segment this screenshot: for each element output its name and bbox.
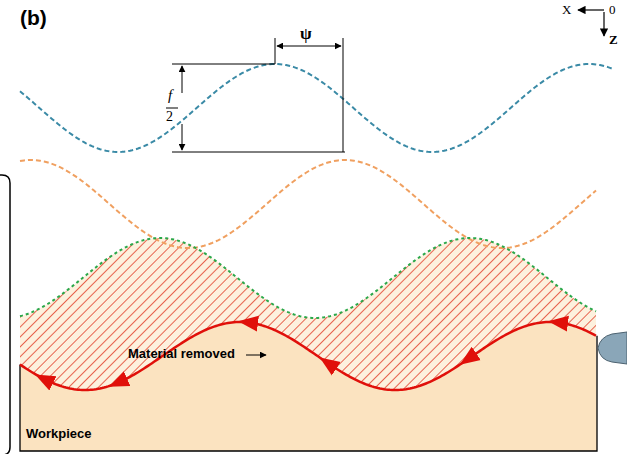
panel-label: (b) — [20, 6, 47, 30]
tool-path — [20, 322, 596, 390]
removed-material — [20, 238, 596, 390]
axis-label: Z — [609, 32, 618, 48]
axis-arrows — [578, 10, 604, 36]
workpiece-border — [20, 336, 597, 451]
previous-pass-wave — [20, 64, 612, 152]
dimension-psi — [275, 38, 343, 152]
leader-arrow — [246, 355, 266, 356]
label-text: X — [562, 2, 571, 17]
label-text: 0 — [609, 2, 616, 17]
label-text: Material removed — [128, 346, 235, 361]
direction-arrow — [558, 321, 560, 324]
direction-arrow — [468, 358, 470, 359]
label-text: Z — [609, 32, 618, 47]
axis-label: X — [562, 2, 571, 18]
label-text: 2 — [166, 109, 173, 124]
dimension-f-half — [172, 64, 345, 152]
current-pass-wave — [20, 160, 596, 248]
workpiece-label-box: Workpiece — [22, 424, 104, 443]
node-text: Workpiece — [26, 426, 92, 441]
panel-border — [0, 175, 10, 454]
label-text: ψ — [300, 24, 312, 43]
direction-arrow — [248, 321, 250, 324]
cutting-tool — [598, 332, 627, 364]
direction-arrow — [118, 381, 120, 384]
direction-arrow — [44, 378, 46, 381]
fraction-bar — [166, 108, 178, 109]
callout-label: Material removed — [128, 346, 235, 361]
axis-origin: 0 — [609, 2, 616, 18]
fraction-denominator: 2 — [166, 109, 173, 125]
phase-symbol: ψ — [300, 24, 312, 44]
direction-arrow — [328, 363, 330, 364]
fraction-numerator: f — [168, 87, 172, 104]
surface-before-cut — [20, 238, 596, 318]
label-text: (b) — [20, 6, 47, 29]
label-text: f — [168, 87, 172, 103]
